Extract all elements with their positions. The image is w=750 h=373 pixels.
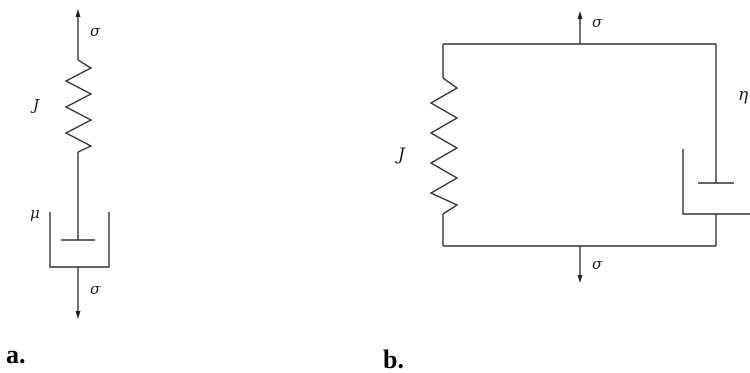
panel-a-series-model: σ J μ σ <box>30 9 110 319</box>
panel-b-label: b. <box>383 345 404 373</box>
panel-b-spring <box>429 77 459 215</box>
panel-b-dashpot-cylinder <box>682 149 750 215</box>
panel-b-dashpot-label: η <box>738 85 749 105</box>
panel-a-dashpot-cylinder <box>49 212 110 268</box>
panel-b-bottom-stress-label: σ <box>592 255 603 273</box>
panel-a-dashpot-label: μ <box>30 204 40 222</box>
panel-a-bottom-stress-label: σ <box>90 280 101 298</box>
panel-b-spring-label: J <box>395 145 406 165</box>
panel-a-spring-label: J <box>30 96 40 114</box>
panel-a-top-arrowhead <box>75 9 81 17</box>
panel-a-top-stress-label: σ <box>90 22 101 40</box>
panel-a-spring <box>64 59 93 153</box>
panel-b-parallel-model: σ J η σ <box>395 11 750 283</box>
panel-a-label: a. <box>6 340 26 369</box>
panel-b-top-stress-label: σ <box>592 13 603 31</box>
panel-b-top-arrowhead <box>577 11 583 19</box>
panel-b-bottom-arrowhead <box>577 275 583 283</box>
panel-a-bottom-arrowhead <box>75 311 81 319</box>
